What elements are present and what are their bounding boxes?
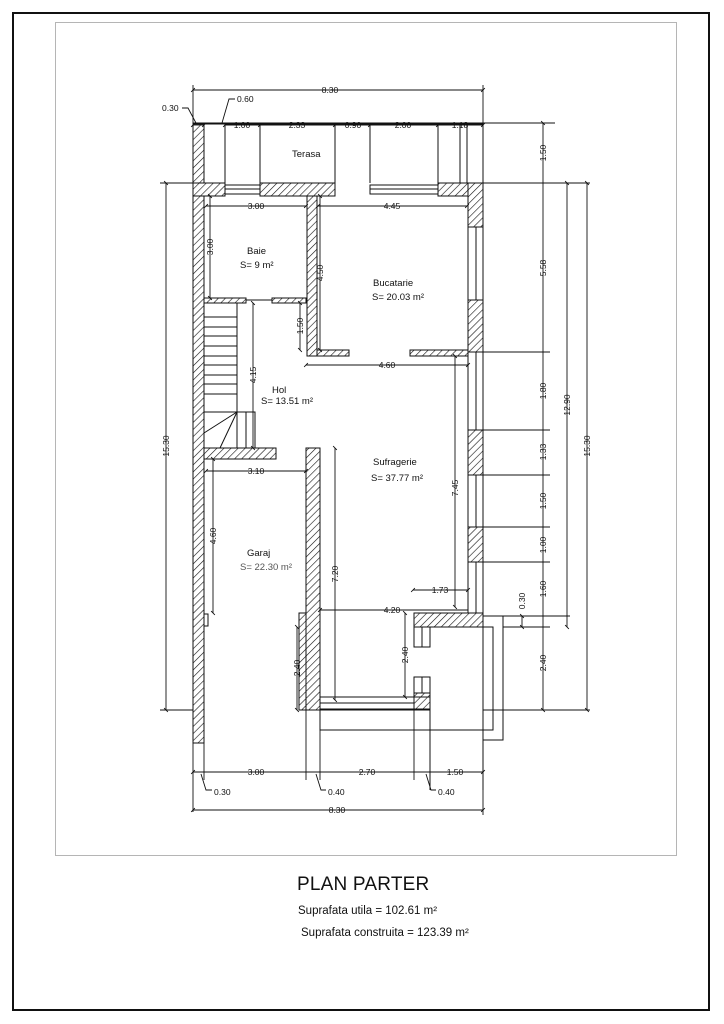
dim-bottom-seg-1: 3.00 <box>248 767 265 777</box>
dim-left-total: 15.30 <box>161 435 171 457</box>
dim-right-6: 1.00 <box>538 536 548 553</box>
dim-bottom-seg-3: 1.50 <box>447 767 464 777</box>
room-hol-label: Hol <box>272 385 286 396</box>
dim-bottom-seg-2: 2.70 <box>359 767 376 777</box>
dim-top-seg-2: 2.33 <box>289 120 306 130</box>
dim-porch-left-height: 2.40 <box>292 659 302 676</box>
drawing-title: PLAN PARTER <box>297 874 430 895</box>
dim-window-offset: 1.73 <box>432 585 449 595</box>
usable-area-summary: Suprafata utila = 102.61 m² <box>298 905 438 917</box>
dim-top-seg-5: 1.18 <box>452 120 469 130</box>
dim-sufragerie-top-width: 4.60 <box>379 360 396 370</box>
dim-right-4: 1.33 <box>538 443 548 460</box>
dim-bottom-wall-2: 0.40 <box>328 787 345 797</box>
dim-porch-inner-height: 2.40 <box>400 646 410 663</box>
dim-top-seg-1: 1.00 <box>234 120 251 130</box>
room-baie-label: Baie <box>247 246 266 257</box>
dim-top-total: 8.30 <box>322 85 339 95</box>
dim-baie-height: 3.00 <box>205 238 215 255</box>
dim-top-wall: 0.30 <box>162 103 179 113</box>
dim-sufragerie-lower-height: 7.20 <box>330 565 340 582</box>
room-sufragerie-area: S= 37.77 m² <box>371 473 423 484</box>
dim-right-total: 15.30 <box>582 435 592 457</box>
dim-right-5: 1.50 <box>538 492 548 509</box>
dimension-labels: 8.30 0.30 0.60 1.00 2.33 0.90 2.00 1.18 … <box>161 85 592 815</box>
dim-baie-width: 3.00 <box>248 201 265 211</box>
room-baie-area: S= 9 m² <box>240 260 274 271</box>
dim-top-seg-3: 0.90 <box>345 120 362 130</box>
dim-hol-door-height: 1.50 <box>295 317 305 334</box>
dim-right-3: 1.80 <box>538 382 548 399</box>
room-labels: Terasa Baie S= 9 m² Bucatarie S= 20.03 m… <box>240 149 424 573</box>
dim-right-8: 2.40 <box>538 654 548 671</box>
dim-sufragerie-height: 7.45 <box>450 479 460 496</box>
dim-bottom-total: 8.30 <box>329 805 346 815</box>
dimension-lines <box>160 85 590 815</box>
dim-hol-height: 4.15 <box>248 366 258 383</box>
walls <box>192 122 484 744</box>
dim-right-2: 5.58 <box>538 259 548 276</box>
room-sufragerie-label: Sufragerie <box>373 457 417 468</box>
dim-garaj-height: 4.60 <box>208 527 218 544</box>
built-area-summary: Suprafata construita = 123.39 m² <box>301 927 469 939</box>
dim-garaj-width: 3.10 <box>248 466 265 476</box>
dim-right-small: 0.30 <box>517 592 527 609</box>
dim-right-1: 1.50 <box>538 144 548 161</box>
dim-bucatarie-height: 4.50 <box>315 264 325 281</box>
room-terasa-label: Terasa <box>292 149 321 160</box>
dim-right-7: 1.60 <box>538 580 548 597</box>
dim-top-offset: 0.60 <box>237 94 254 104</box>
dim-bottom-wall-1: 0.30 <box>214 787 231 797</box>
room-bucatarie-area: S= 20.03 m² <box>372 292 424 303</box>
room-garaj-label: Garaj <box>247 548 270 559</box>
dim-bucatarie-width: 4.45 <box>384 201 401 211</box>
dim-porch-width: 4.20 <box>384 605 401 615</box>
room-bucatarie-label: Bucatarie <box>373 278 413 289</box>
dim-bottom-wall-3: 0.40 <box>438 787 455 797</box>
room-hol-area: S= 13.51 m² <box>261 396 313 407</box>
room-garaj-area: S= 22.30 m² <box>240 562 292 573</box>
sheet-outer-border <box>12 12 710 1011</box>
dim-top-seg-4: 2.00 <box>395 120 412 130</box>
drawing-frame <box>55 22 677 856</box>
dim-right-mid-total: 12.90 <box>562 394 572 416</box>
